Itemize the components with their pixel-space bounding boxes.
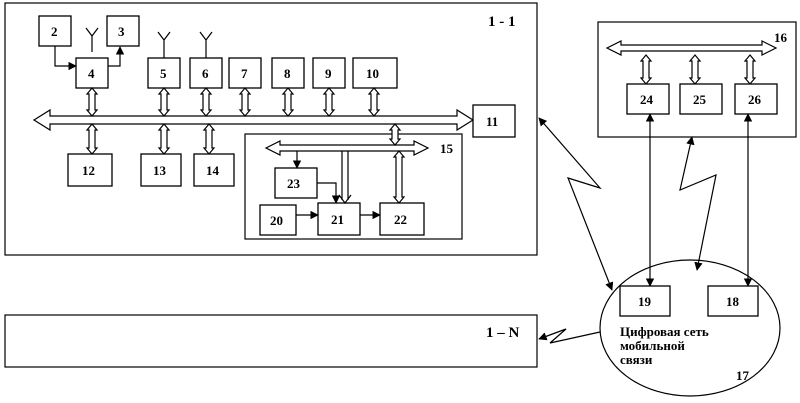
block-23-label: 23	[287, 176, 301, 191]
block-3-label: 3	[118, 24, 125, 39]
block-10-label: 10	[366, 66, 379, 81]
block-9-label: 9	[325, 66, 332, 81]
network-text-line-2: мобильной	[620, 338, 685, 353]
block-13-label: 13	[153, 163, 167, 178]
wireless-link-station-n	[539, 329, 600, 343]
block-24-label: 24	[640, 92, 654, 107]
network-label: 17	[736, 368, 750, 383]
block-4-label: 4	[88, 66, 95, 81]
wireless-link-station-1	[539, 118, 612, 290]
link-bus-22	[394, 151, 404, 203]
block-2-label: 2	[51, 24, 58, 39]
block-6-label: 6	[202, 66, 209, 81]
block-21-label: 21	[331, 212, 344, 227]
server-label: 16	[774, 30, 788, 45]
block-14-label: 14	[206, 163, 220, 178]
network-text-line-1: Цифровая сеть	[620, 324, 709, 339]
block-25-label: 25	[693, 92, 707, 107]
subsystem-15-label: 15	[440, 141, 454, 156]
block-8-label: 8	[284, 66, 291, 81]
block-22-label: 22	[394, 212, 407, 227]
block-26-label: 26	[748, 92, 762, 107]
block-18-label: 18	[726, 294, 740, 309]
block-20-label: 20	[270, 213, 283, 228]
wireless-link-server	[680, 137, 716, 270]
block-19-label: 19	[638, 294, 652, 309]
station-n-frame	[5, 315, 537, 367]
block-5-label: 5	[160, 66, 167, 81]
station-1-title: 1 - 1	[488, 14, 516, 30]
block-11-label: 11	[486, 114, 498, 129]
network-text-line-3: связи	[620, 352, 653, 367]
block-7-label: 7	[241, 66, 248, 81]
station-n-title: 1 – N	[486, 325, 520, 341]
block-12-label: 12	[82, 163, 95, 178]
